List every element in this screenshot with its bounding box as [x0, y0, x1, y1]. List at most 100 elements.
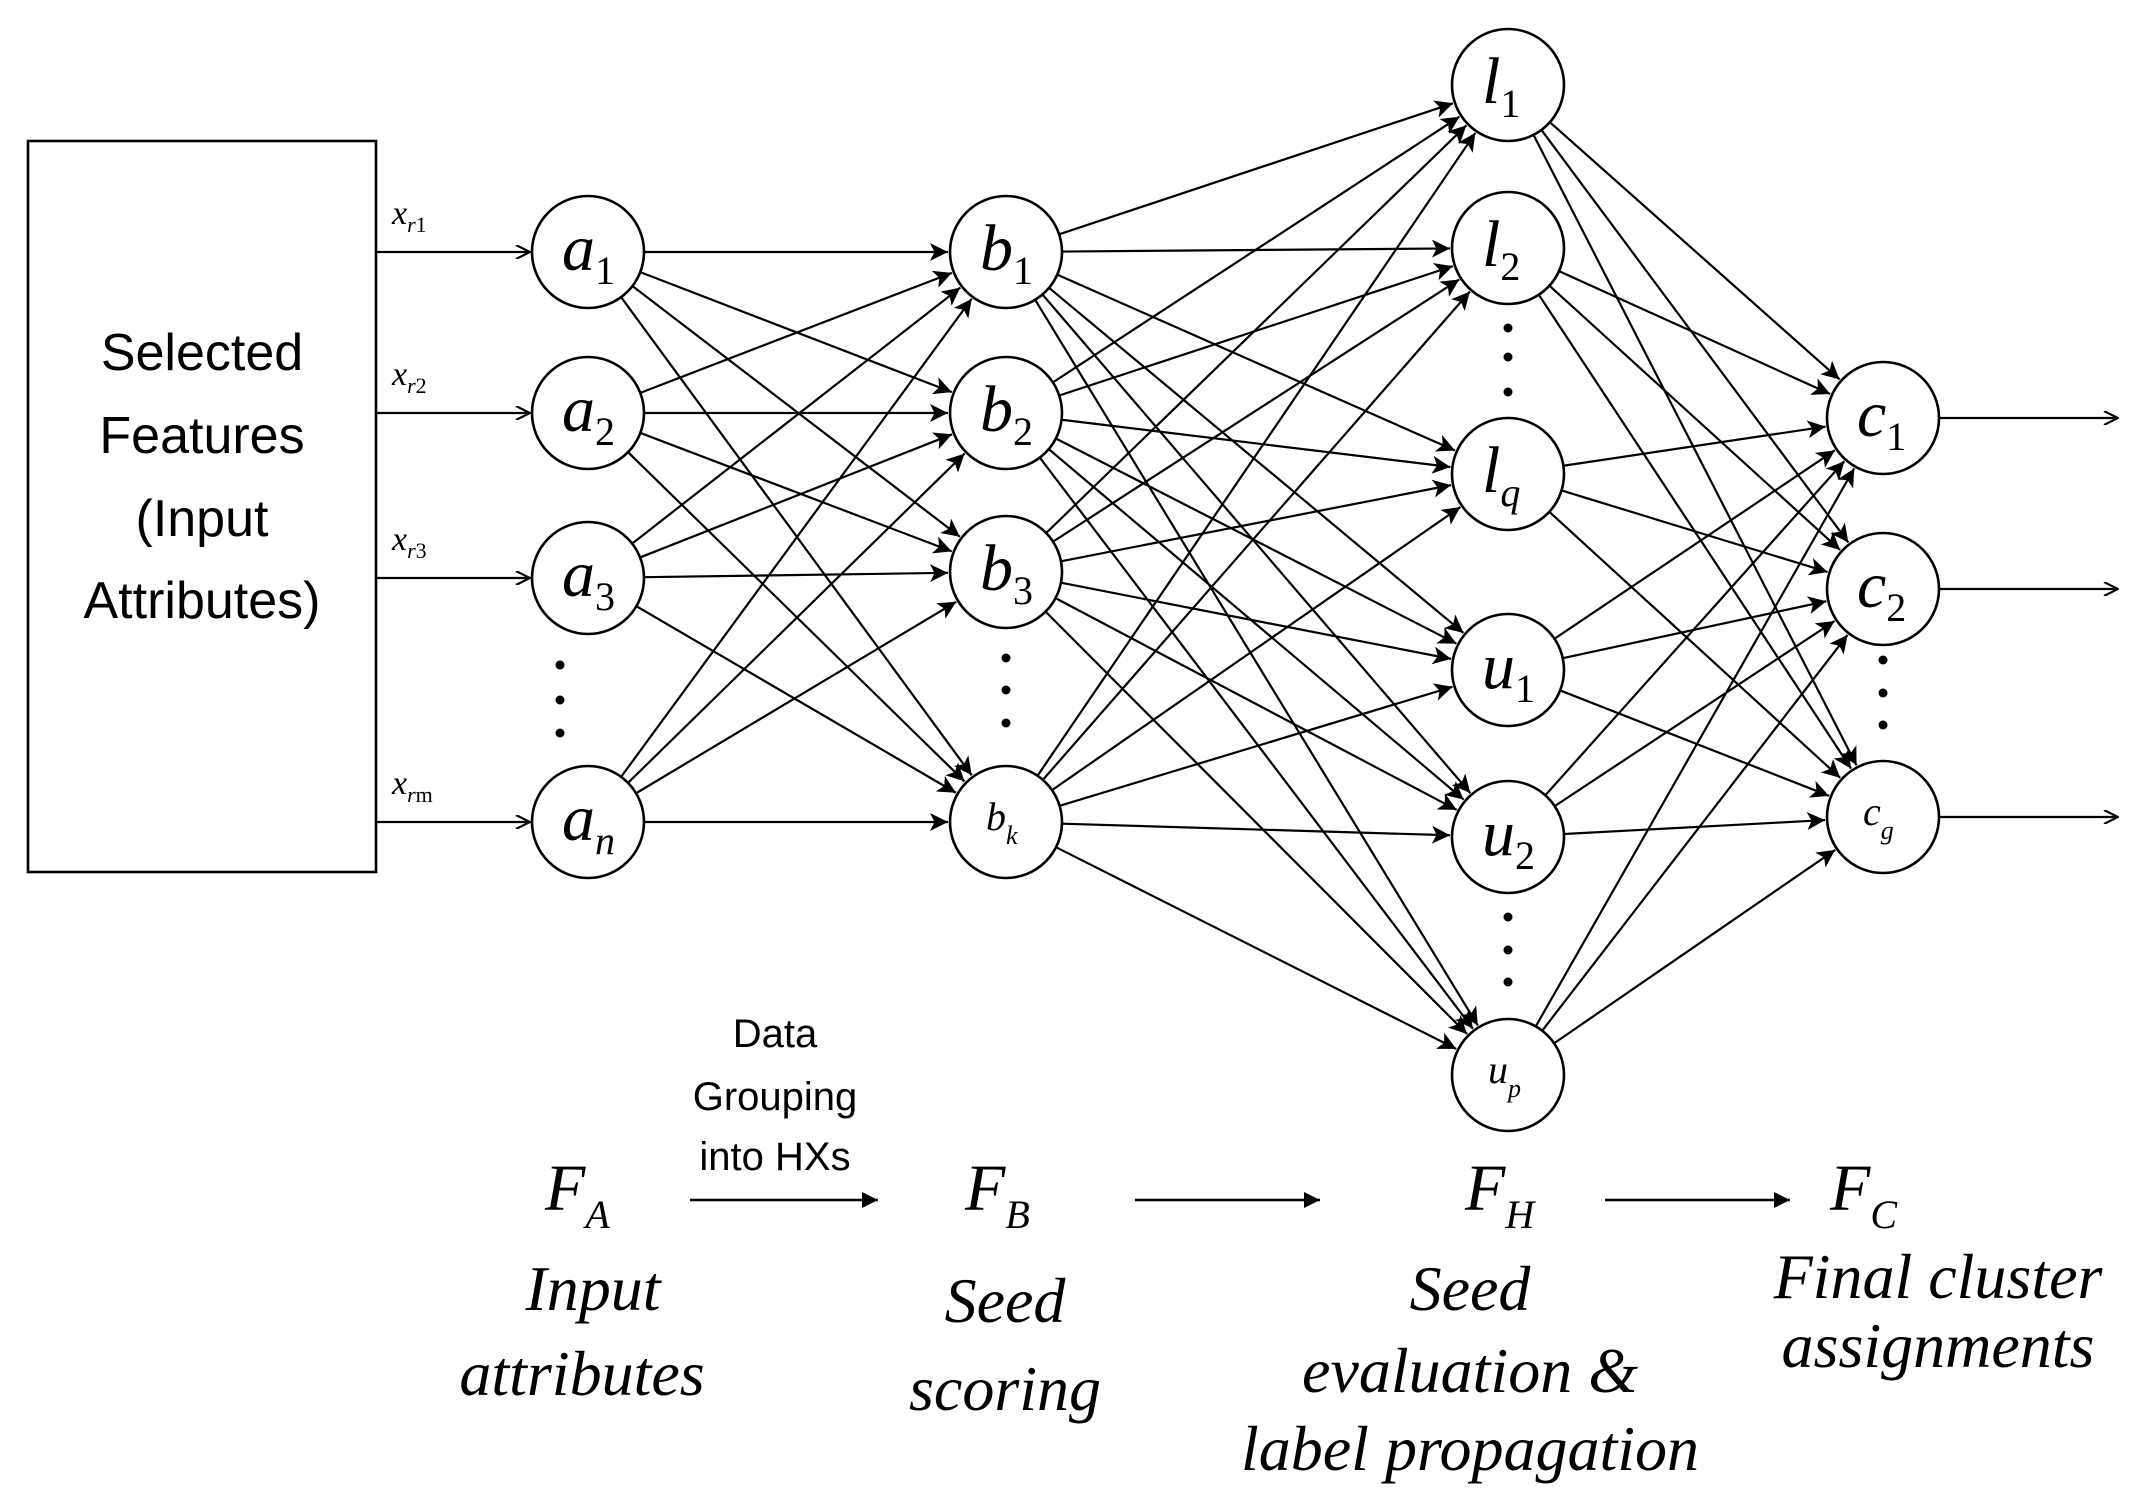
edge-b2-up	[1038, 456, 1474, 1030]
edge-bk-u2	[1061, 822, 1451, 844]
stage-FB-base: F	[964, 1152, 1006, 1225]
edge-b1-l1	[1058, 100, 1454, 236]
edge-u2-c1	[1544, 460, 1846, 797]
node-label-u1: u1	[1482, 630, 1535, 711]
edge-up-c1	[1534, 467, 1856, 1027]
node-label-an: an	[562, 782, 615, 863]
svg-text:FH: FH	[1464, 1152, 1536, 1237]
edge-b2-l1	[1052, 115, 1461, 384]
node-label-l2: l2	[1482, 208, 1520, 289]
edge-l1-c1	[1549, 121, 1841, 381]
edge-bk-lq	[1051, 506, 1461, 791]
svg-text:FB: FB	[964, 1152, 1030, 1237]
svg-text:FC: FC	[1829, 1152, 1898, 1237]
edge-bk-l2	[1042, 290, 1471, 781]
edge-l1-c2	[1540, 129, 1850, 544]
input-features-box: Selected Features (Input Attributes)	[26, 139, 378, 874]
stage-FA: FA Input attributes	[459, 1152, 704, 1409]
node-lq: lq	[1450, 416, 1566, 532]
edge-an-b2	[627, 452, 966, 784]
node-label-cg: cg	[1863, 789, 1894, 845]
node-l1: l1	[1450, 27, 1566, 143]
edge-a3-b2	[639, 432, 953, 559]
input-box-line-2: Features	[99, 407, 304, 465]
edge-u2-cg	[1563, 812, 1826, 836]
node-an: an	[530, 764, 646, 880]
node-label-b1: b1	[980, 212, 1033, 293]
edge-b3-u1	[1060, 581, 1452, 665]
node-label-a1: a1	[562, 212, 615, 293]
edge-a1-b3	[631, 285, 961, 538]
input-box-line-3: (Input	[136, 490, 270, 548]
edge-b3-l1	[1045, 124, 1468, 534]
node-u1: u1	[1450, 612, 1566, 728]
node-l2: l2	[1450, 190, 1566, 306]
edge-l1-cg	[1532, 134, 1858, 766]
node-up: up	[1450, 1017, 1566, 1133]
input-box-line-1: Selected	[101, 324, 303, 382]
ellipsis-l-layer	[1503, 323, 1513, 397]
edge-a3-bk	[635, 605, 957, 794]
stage-FC-sub: C	[1870, 1192, 1898, 1237]
edge-bk-l1	[1036, 132, 1477, 777]
edge-lq-c1	[1563, 420, 1826, 467]
node-label-a2: a2	[562, 373, 615, 454]
node-c1: c1	[1825, 360, 1941, 476]
stage-FA-base: F	[544, 1152, 586, 1225]
edge-an-b1	[620, 298, 973, 778]
node-label-b3: b3	[980, 532, 1033, 613]
ellipsis-c-layer	[1878, 655, 1888, 730]
node-a1: a1	[530, 194, 646, 310]
svg-text:FA: FA	[544, 1152, 610, 1237]
ellipsis-a-layer	[555, 660, 565, 738]
node-b1: b1	[948, 194, 1064, 310]
edge-b3-lq	[1060, 479, 1452, 563]
stage-FA-caption-2: attributes	[459, 1338, 704, 1409]
edge-l2-c2	[1548, 284, 1841, 551]
transition-label-line-3: into HXs	[699, 1135, 850, 1179]
stage-FH-sub: H	[1504, 1192, 1536, 1237]
edge-b1-u1	[1048, 286, 1465, 634]
edge-a3-b1	[631, 286, 961, 545]
stage-FA-sub: A	[582, 1192, 610, 1237]
node-a2: a2	[530, 355, 646, 471]
edge-up-c2	[1541, 634, 1849, 1032]
input-label-2: xr2	[391, 356, 427, 398]
node-label-bk: bk	[986, 794, 1018, 850]
stage-FH-caption-2: evaluation &	[1302, 1335, 1638, 1406]
stage-FC-caption-1: Final cluster	[1773, 1241, 2104, 1312]
ellipsis-b-layer	[1001, 653, 1011, 728]
edge-u1-cg	[1559, 689, 1830, 798]
input-label-4: xrm	[391, 765, 433, 807]
stage-FH-base: F	[1464, 1152, 1506, 1225]
node-b2: b2	[948, 355, 1064, 471]
stage-FC-caption-2: assignments	[1782, 1310, 2095, 1381]
stage-FB-caption-2: scoring	[909, 1353, 1101, 1424]
edge-b3-u2	[1055, 597, 1458, 811]
input-label-3: xr3	[391, 521, 427, 563]
edge-b3-up	[1044, 610, 1468, 1035]
node-label-b2: b2	[980, 373, 1033, 454]
stage-FC-base: F	[1829, 1152, 1871, 1225]
input-box-line-4: Attributes)	[84, 572, 321, 630]
edge-up-cg	[1553, 848, 1836, 1045]
edge-an-b3	[635, 600, 957, 795]
node-label-a3: a3	[562, 538, 615, 619]
node-b3: b3	[948, 514, 1064, 630]
node-bk: bk	[948, 764, 1064, 880]
node-c2: c2	[1825, 531, 1941, 647]
stage-FH-caption-3: label propagation	[1241, 1413, 1699, 1484]
node-label-c1: c1	[1857, 378, 1906, 459]
node-label-l1: l1	[1482, 45, 1520, 126]
edge-a2-b3	[639, 431, 953, 554]
transition-label: Data Grouping into HXs	[693, 1012, 858, 1179]
transition-label-line-2: Grouping	[693, 1075, 858, 1119]
ellipsis-dots	[555, 323, 1888, 987]
edge-b1-lq	[1056, 273, 1456, 452]
stage-FB: FB Seed scoring	[909, 1152, 1101, 1424]
edge-b2-u1	[1055, 437, 1457, 645]
edge-b2-u2	[1048, 448, 1465, 801]
node-label-u2: u2	[1482, 797, 1535, 878]
node-cg: cg	[1825, 759, 1941, 875]
